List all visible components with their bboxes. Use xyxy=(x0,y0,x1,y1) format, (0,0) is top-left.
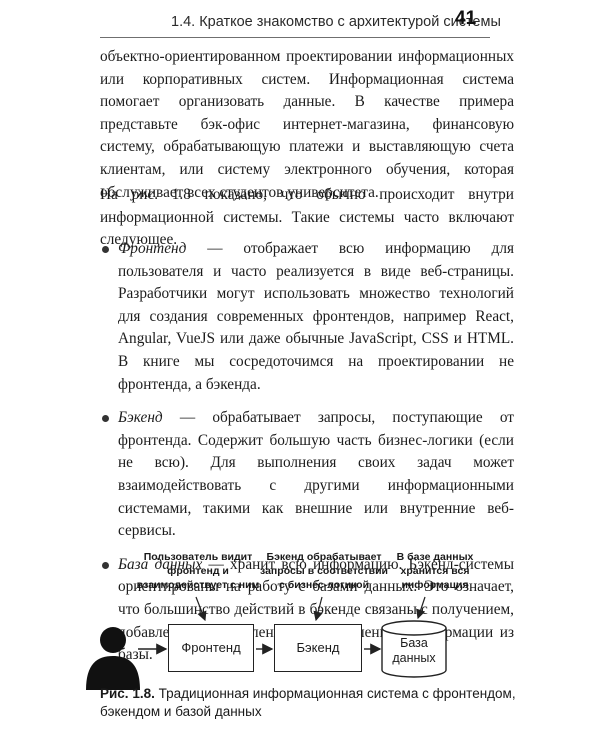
running-title: 1.4. Краткое знакомство с архитектурой с… xyxy=(171,14,501,30)
figure-caption-text: Традиционная информационная система с фр… xyxy=(100,686,516,719)
bullet-frontend: Фронтенд — отображает всю информацию для… xyxy=(100,238,514,396)
bullet-term: Фронтенд xyxy=(118,240,187,257)
bullet-term: База данных xyxy=(118,555,203,573)
paragraph-2-text: На рис. 1.8 показано, что обычно происхо… xyxy=(100,186,514,249)
bullet-icon xyxy=(102,561,109,569)
page-number: 41 xyxy=(455,8,477,29)
paragraph-1-text: объектно-ориентированном проектировании … xyxy=(100,48,514,201)
bullet-icon xyxy=(102,246,109,253)
paragraph-1: объектно-ориентированном проектировании … xyxy=(100,46,514,204)
paragraph-2: На рис. 1.8 показано, что обычно происхо… xyxy=(100,184,514,252)
bullet-text: — отображает всю информацию для пользова… xyxy=(118,240,514,393)
page-header: 1.4. Краткое знакомство с архитектурой с… xyxy=(0,8,600,38)
bullet-text: — обрабатывает запросы, поступающие от ф… xyxy=(118,409,514,540)
bullet-database: База данных — хранит всю информацию. Бэк… xyxy=(100,554,514,667)
bullet-term: Бэкенд xyxy=(118,409,163,427)
figure-number: Рис. 1.8. xyxy=(100,686,155,701)
bullet-icon xyxy=(102,415,109,423)
bullet-backend: Бэкенд — обрабатывает запросы, поступающ… xyxy=(100,407,514,543)
bullet-list: Фронтенд — отображает всю информацию для… xyxy=(100,238,514,678)
figure-caption: Рис. 1.8. Традиционная информационная си… xyxy=(100,685,520,721)
header-rule xyxy=(100,37,490,38)
